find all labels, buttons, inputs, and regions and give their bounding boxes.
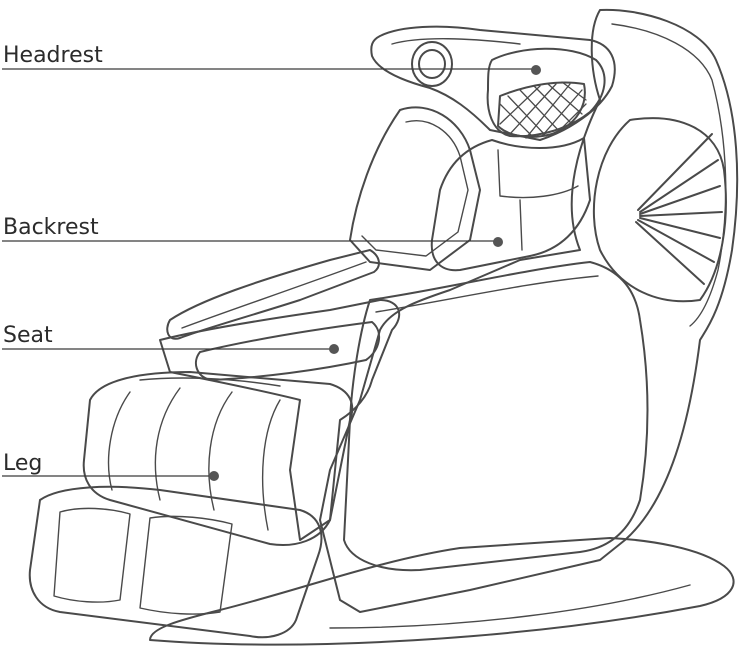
- backrest-left-panel: [349, 106, 481, 271]
- headrest-mesh: [497, 81, 587, 139]
- chair-base-inner: [329, 584, 691, 629]
- label-backrest: Backrest: [3, 215, 99, 240]
- massage-chair-illustration: [28, 8, 739, 646]
- side-fan-outline: [592, 117, 727, 303]
- seat-front-panel: [343, 261, 649, 572]
- headrest-cushion: [486, 47, 606, 138]
- marker-dot-backrest: [493, 237, 503, 247]
- label-headrest: Headrest: [3, 43, 103, 68]
- marker-dot-leg: [209, 471, 219, 481]
- leg-rest-groove-3: [208, 391, 233, 511]
- marker-dot-seat: [329, 344, 339, 354]
- callout-seat: [2, 344, 339, 354]
- foot-well-left: [53, 507, 131, 603]
- chair-base: [149, 537, 735, 646]
- backrest-cushion: [430, 137, 591, 272]
- headrest-frame: [370, 25, 616, 141]
- callout-leg: [2, 471, 219, 481]
- foot-well-right: [139, 515, 233, 615]
- callout-headrest: [2, 65, 541, 75]
- leg-rest-groove-1: [107, 391, 131, 491]
- marker-dot-headrest: [531, 65, 541, 75]
- seat-cushion: [194, 321, 381, 381]
- armrest: [166, 249, 380, 340]
- armrest-side-panel: [159, 299, 401, 541]
- chair-side-shell-inner: [611, 23, 727, 327]
- label-seat: Seat: [3, 323, 53, 348]
- headrest-speaker-inner: [418, 49, 446, 79]
- callout-backrest: [2, 237, 503, 247]
- leg-rest-groove-2: [154, 387, 181, 501]
- headrest-speaker-outer: [411, 41, 453, 87]
- foot-rest: [28, 485, 323, 639]
- chair-side-shell: [319, 8, 739, 613]
- leg-rest: [82, 371, 354, 546]
- label-leg: Leg: [3, 451, 42, 476]
